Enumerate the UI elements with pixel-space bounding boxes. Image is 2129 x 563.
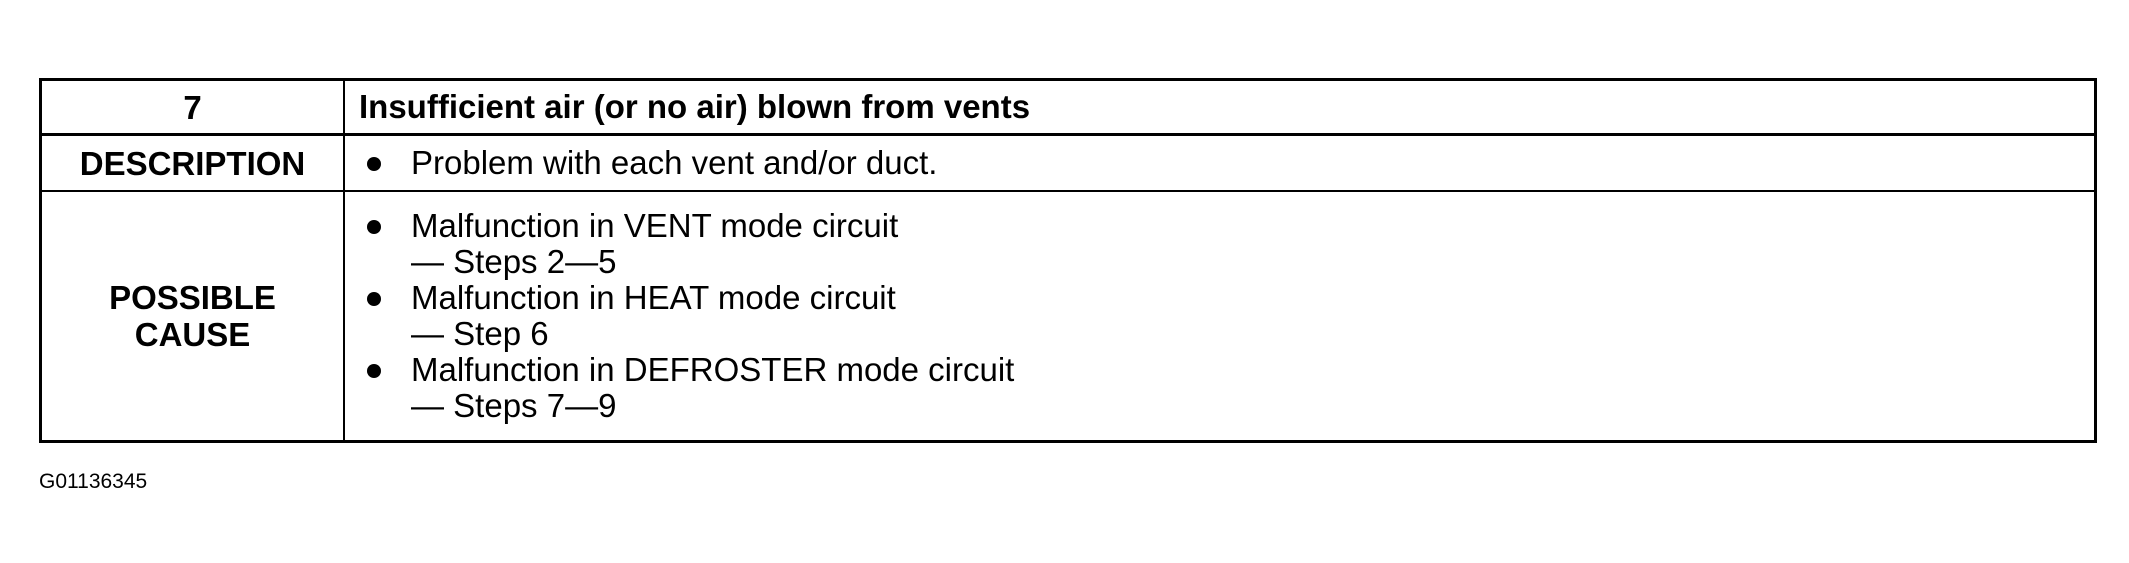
step-number-cell: 7 (42, 81, 345, 136)
cause-steps: — Steps 7—9 (411, 387, 617, 424)
symptom-title-cell: Insufficient air (or no air) blown from … (345, 81, 2094, 136)
figure-id: G01136345 (39, 470, 148, 493)
description-text: Problem with each vent and/or duct. (411, 144, 938, 181)
possible-cause-list: Malfunction in VENT mode circuit — Steps… (359, 208, 1014, 424)
cause-text: Malfunction in DEFROSTER mode circuit (411, 351, 1015, 388)
bullet-icon (367, 220, 381, 234)
possible-cause-label: POSSIBLE CAUSE (109, 279, 276, 353)
description-list: Problem with each vent and/or duct. (359, 145, 937, 181)
list-item: Malfunction in VENT mode circuit — Steps… (359, 208, 1014, 280)
list-item: Problem with each vent and/or duct. (359, 145, 937, 181)
cause-text: Malfunction in VENT mode circuit (411, 207, 899, 244)
bullet-icon (367, 292, 381, 306)
description-label-cell: DESCRIPTION (42, 136, 345, 192)
step-number: 7 (183, 88, 202, 126)
list-item: Malfunction in DEFROSTER mode circuit — … (359, 352, 1014, 424)
list-item: Malfunction in HEAT mode circuit — Step … (359, 280, 1014, 352)
cause-steps: — Step 6 (411, 315, 549, 352)
cause-text: Malfunction in HEAT mode circuit (411, 279, 896, 316)
bullet-icon (367, 364, 381, 378)
description-content-cell: Problem with each vent and/or duct. (345, 136, 2094, 192)
possible-cause-label-cell: POSSIBLE CAUSE (42, 192, 345, 440)
possible-cause-content-cell: Malfunction in VENT mode circuit — Steps… (345, 192, 2094, 440)
bullet-icon (367, 157, 381, 171)
diagnosis-table: 7 Insufficient air (or no air) blown fro… (39, 78, 2097, 443)
cause-steps: — Steps 2—5 (411, 243, 617, 280)
description-label: DESCRIPTION (79, 144, 306, 182)
symptom-title: Insufficient air (or no air) blown from … (359, 88, 1031, 125)
